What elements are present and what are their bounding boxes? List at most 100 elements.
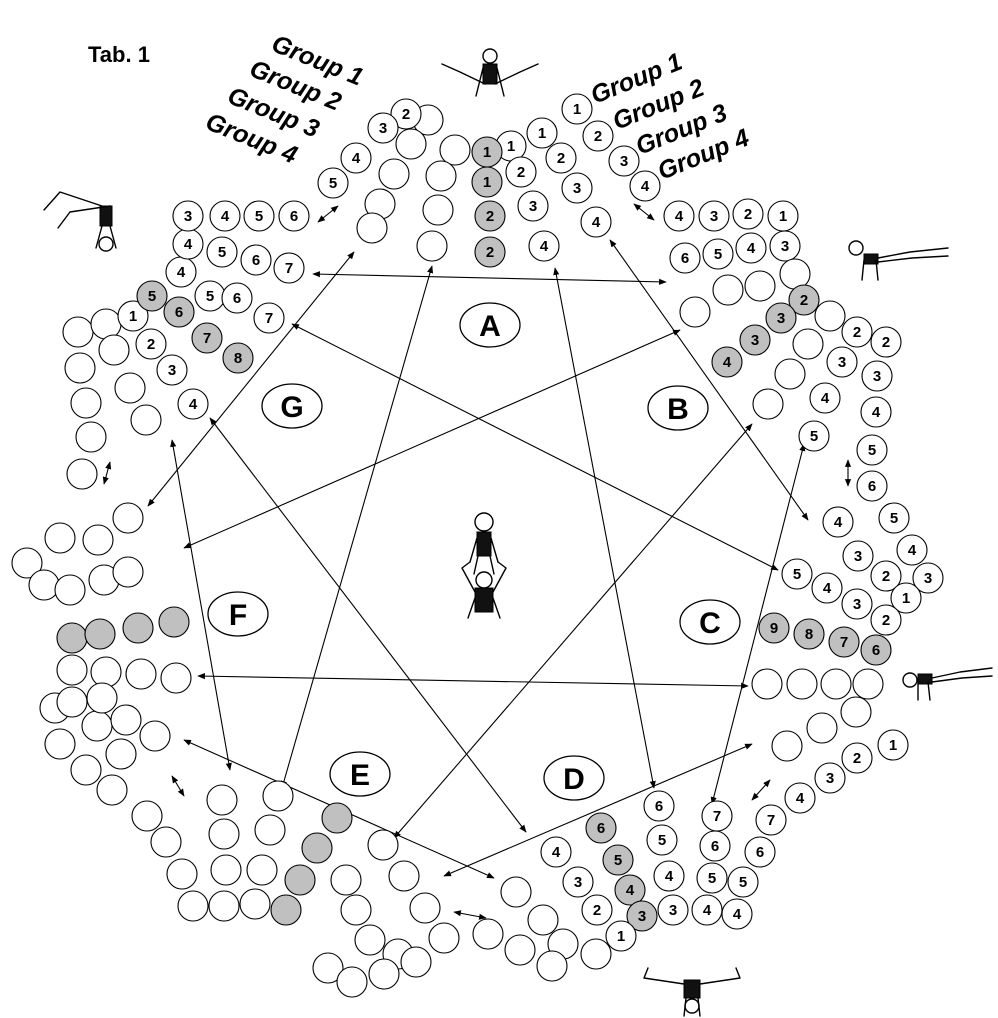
performer-position [840,696,872,728]
position-circle [856,470,888,502]
position-circle [44,522,76,554]
swap-arrow-bottom [453,910,487,920]
position-circle [11,547,43,579]
position-number: 6 [252,252,260,269]
performer-position [131,800,163,832]
position-circle [582,120,614,152]
position-circle [416,230,448,262]
performer-position: 5 [702,238,734,270]
performer-position: 3 [814,762,846,794]
position-number: 2 [882,334,890,351]
position-number: 4 [540,238,549,255]
performer-position: 3 [367,112,399,144]
position-number: 4 [592,214,601,231]
performer-position [86,682,118,714]
position-circle [262,780,294,812]
performer-position: 3 [608,145,640,177]
performer-position-highlighted: 8 [793,618,825,650]
performer-position [422,194,454,226]
position-circle [581,894,613,926]
position-circle [580,938,612,970]
performer-position: 7 [701,800,733,832]
position-circle [131,800,163,832]
performer-position [820,668,852,700]
position-circle [561,93,593,125]
position-circle [765,302,797,334]
performer-position: 4 [172,228,204,260]
performer-position [356,212,388,244]
position-circle [679,296,711,328]
position-circle [826,346,858,378]
zone-g: G [261,383,323,429]
position-circle [562,866,594,898]
performer-position: 4 [860,396,892,428]
position-circle [321,802,353,834]
position-circle [474,200,506,232]
position-number: 7 [767,812,775,829]
performer-position: 4 [209,200,241,232]
position-number: 5 [739,874,747,891]
performer-position [425,160,457,192]
performer-position: 4 [540,836,572,868]
position-circle [751,668,783,700]
performer-position [779,258,811,290]
position-number: 1 [779,208,787,225]
position-number: 2 [402,106,410,123]
performer-position [98,334,130,366]
position-circle [841,316,873,348]
position-circle [614,874,646,906]
performer-position [771,730,803,762]
performer-position: 6 [669,242,701,274]
performer-position: 5 [194,280,226,312]
position-number: 6 [655,798,663,815]
performer-position: 4 [165,256,197,288]
position-circle [54,574,86,606]
position-circle [84,618,116,650]
performer-position: 1 [561,93,593,125]
performer-position [312,952,344,984]
position-circle [156,354,188,386]
position-circle [545,142,577,174]
performer-position: 2 [135,328,167,360]
position-number: 2 [853,324,861,341]
position-number: 4 [641,178,650,195]
performer-position-highlighted: 7 [828,626,860,658]
position-number: 3 [638,908,646,925]
position-number: 4 [872,404,881,421]
performer-position [54,574,86,606]
position-number: 3 [529,198,537,215]
position-circle [340,894,372,926]
position-number: 4 [189,396,198,413]
performer-position: 5 [727,866,759,898]
performer-position-highlighted [84,618,116,650]
position-circle [158,606,190,638]
position-number: 2 [882,568,890,585]
performer-position [378,158,410,190]
position-number: 3 [669,902,677,919]
group-labels-left: Group 1 Group 2 Group 3 Group 4 [202,30,367,170]
performer-position [206,784,238,816]
position-number: 1 [538,125,546,142]
position-number: 5 [614,852,622,869]
performer-position [70,754,102,786]
position-circle [744,270,776,302]
performer-position-highlighted: 6 [585,812,617,844]
performer-position [160,662,192,694]
performer-position-highlighted [321,802,353,834]
position-number: 7 [265,310,273,327]
performer-position [744,270,776,302]
position-circle [64,352,96,384]
position-circle [246,854,278,886]
zone-d-label: D [563,763,585,796]
position-circle [786,668,818,700]
position-circle [221,282,253,314]
position-number: 2 [594,128,602,145]
performer-position: 3 [156,354,188,386]
performer-position: 2 [841,316,873,348]
position-circle [439,134,471,166]
position-number: 8 [234,350,242,367]
performer-position-highlighted: 1 [471,136,503,168]
position-circle [528,230,560,262]
